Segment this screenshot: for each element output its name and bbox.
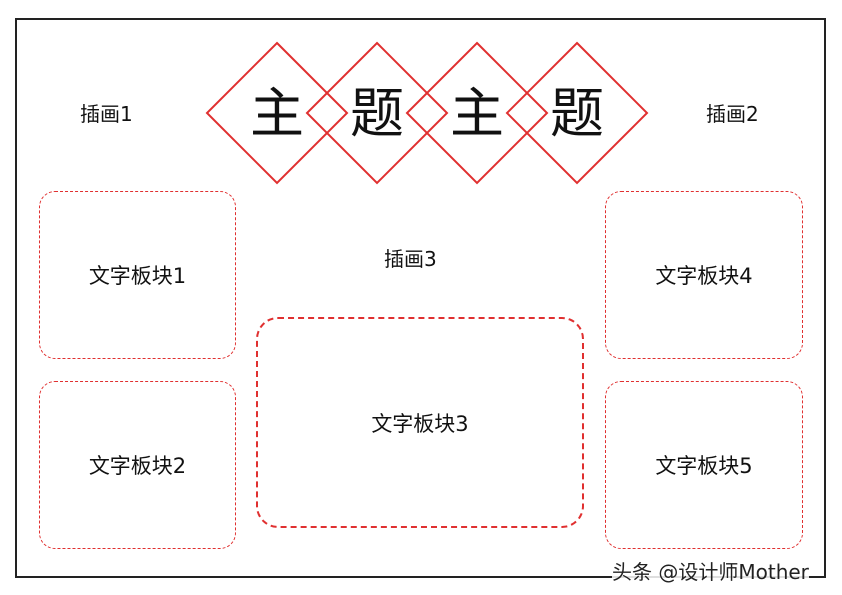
title-diamond-3: [405, 41, 549, 185]
title-diamond-4: [505, 41, 649, 185]
text-block-5: 文字板块5: [605, 381, 803, 549]
illustration-2-label: 插画2: [706, 102, 759, 126]
layout-frame: [15, 18, 826, 578]
text-block-1: 文字板块1: [39, 191, 236, 359]
title-char-1: 主: [250, 82, 304, 145]
text-block-4: 文字板块4: [605, 191, 803, 359]
text-block-3-label: 文字板块3: [371, 411, 469, 436]
text-block-5-label: 文字板块5: [655, 454, 753, 478]
text-block-4-label: 文字板块4: [655, 264, 753, 288]
watermark-text: 头条 @设计师Mother: [612, 556, 809, 585]
illustration-3-label: 插画3: [384, 247, 437, 271]
title-char-4: 题: [550, 82, 604, 145]
title-char-2: 题: [350, 82, 404, 145]
illustration-1-label: 插画1: [80, 102, 133, 126]
text-block-2-label: 文字板块2: [88, 454, 187, 478]
title-char-3: 主: [450, 82, 504, 145]
text-block-3: 文字板块3: [256, 317, 584, 528]
title-diamond-2: [305, 41, 449, 185]
title-diamond-1: [205, 41, 349, 185]
text-block-2: 文字板块2: [39, 381, 236, 549]
text-block-1-label: 文字板块1: [88, 264, 187, 288]
